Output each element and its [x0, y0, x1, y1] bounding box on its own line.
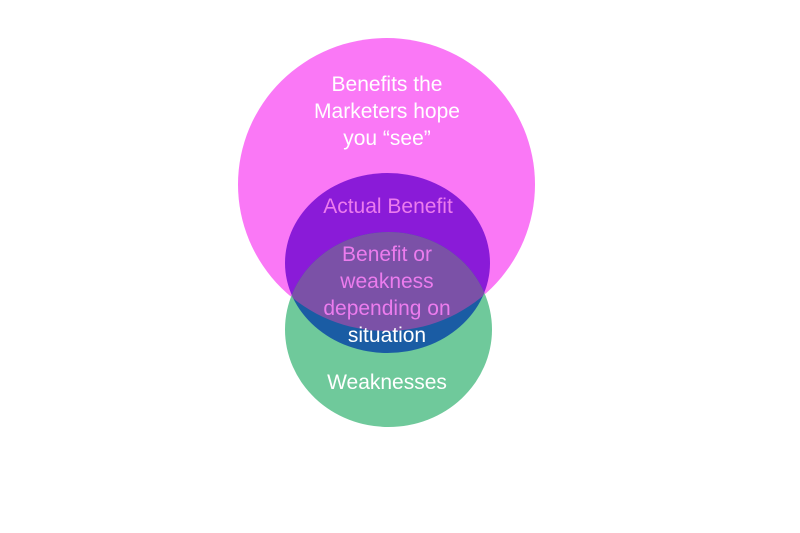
overlap-label-line4: situation — [348, 324, 426, 347]
overlap-label-line2: weakness — [339, 270, 433, 293]
bottom-circle-label: Weaknesses — [327, 371, 447, 394]
top-circle-label-line1: Benefits the — [332, 73, 443, 96]
overlap-all-region — [285, 232, 490, 331]
top-circle-label-line3: you “see” — [343, 127, 431, 150]
top-circle-label-line2: Marketers hope — [314, 100, 460, 123]
overlap-label-line1: Benefit or — [342, 243, 432, 266]
overlap-label-line3: depending on — [323, 297, 450, 320]
middle-circle-label: Actual Benefit — [323, 195, 453, 218]
